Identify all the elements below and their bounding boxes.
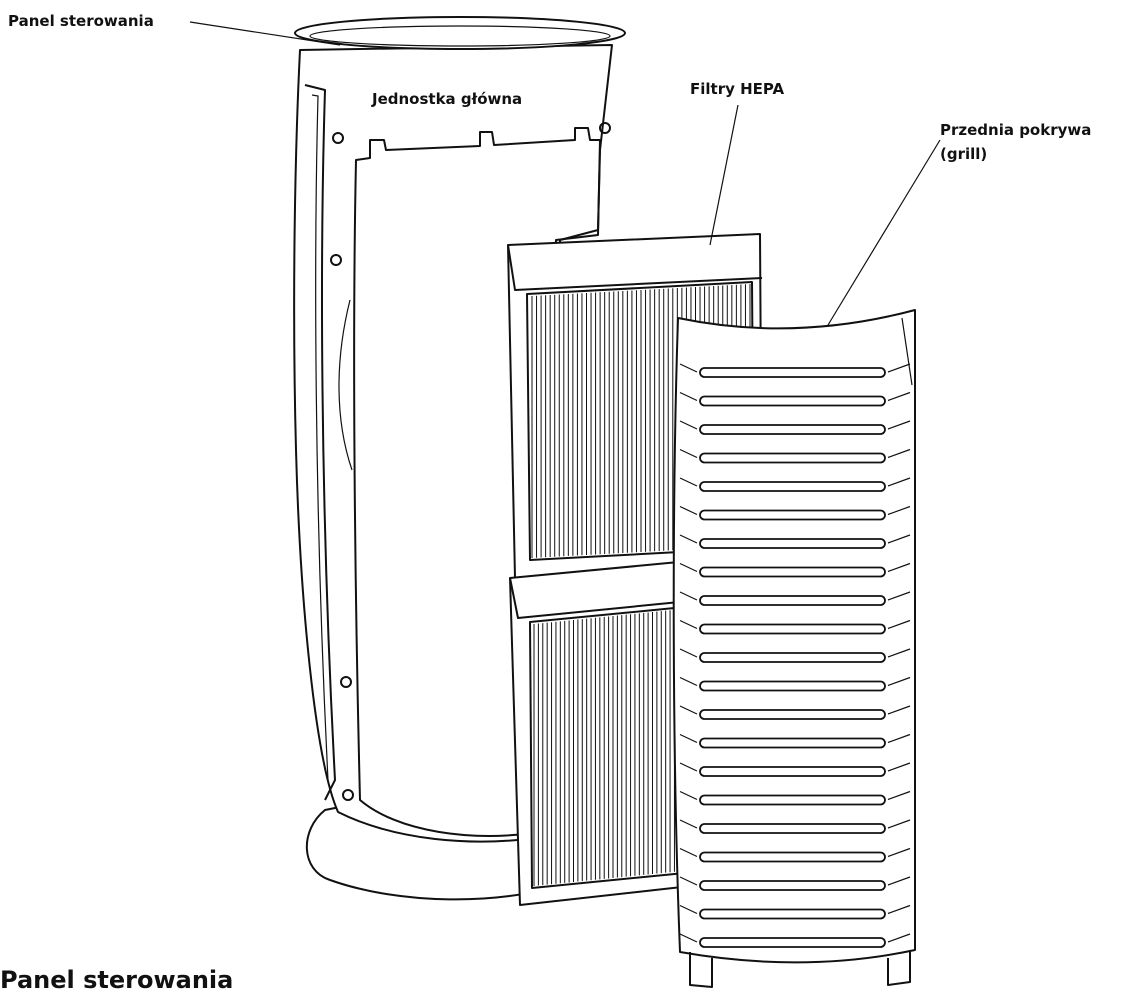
- grill-slat-edge: [679, 591, 911, 601]
- grill-slat-edge: [679, 505, 911, 516]
- grill-slat: [699, 367, 886, 378]
- grill-slat-edge: [679, 847, 911, 858]
- leader-line-hepa: [709, 104, 739, 246]
- grill-slat-edge: [679, 391, 911, 402]
- grill-slat-edge: [679, 790, 911, 801]
- label-control-panel: Panel sterowania: [8, 12, 154, 30]
- grill-slat-edge: [679, 477, 911, 487]
- hepa-filter-bottom-pleats: [533, 608, 693, 886]
- grill-slat: [699, 766, 886, 777]
- screw-hole: [340, 676, 352, 688]
- grill-slat: [699, 709, 886, 720]
- grill-slat: [699, 509, 886, 521]
- label-front-cover-line2: (grill): [940, 145, 988, 163]
- grill-slat-edge: [679, 904, 911, 915]
- grill-slat-edge: [679, 562, 911, 573]
- leader-line-control-panel: [189, 21, 341, 46]
- grill-slat-edge: [679, 448, 911, 459]
- grill-slat: [699, 395, 886, 407]
- grill-slat-edge: [679, 876, 911, 886]
- front-cover-feet: [689, 950, 911, 988]
- grill-slat: [699, 908, 886, 920]
- screw-hole: [330, 254, 342, 266]
- hepa-filter-bottom-lip: [509, 577, 701, 619]
- grill-slat: [699, 652, 886, 663]
- grill-slat: [699, 538, 886, 549]
- grill-slat: [699, 880, 886, 891]
- main-unit-side-rail: [304, 84, 336, 801]
- screw-hole: [342, 789, 354, 801]
- grill-slat: [699, 851, 886, 863]
- grill-slat-edge: [679, 648, 911, 658]
- grill-slat: [699, 566, 886, 578]
- grill-slat: [699, 937, 886, 948]
- leader-lines: [189, 21, 941, 326]
- label-front-cover: Przednia pokrywa (grill): [940, 118, 1091, 166]
- grill-slat: [699, 623, 886, 635]
- main-unit-side-rail-inner: [311, 94, 329, 781]
- grill-slat: [699, 680, 886, 692]
- grill-slat-edge: [679, 363, 911, 373]
- label-hepa-filters: Filtry HEPA: [690, 80, 785, 98]
- grill-slat-edge: [679, 933, 911, 943]
- control-panel-ring: [294, 16, 626, 50]
- label-front-cover-line1: Przednia pokrywa: [940, 121, 1092, 139]
- front-cover-drawing: [672, 309, 916, 988]
- section-heading: Panel sterowania: [0, 966, 234, 994]
- screw-hole: [332, 132, 344, 144]
- grill-slat: [699, 424, 886, 435]
- front-cover-slats: [679, 363, 911, 948]
- screw-hole: [599, 122, 611, 134]
- hepa-filter-top-lip: [507, 244, 763, 291]
- leader-line-front-cover: [827, 139, 941, 326]
- front-cover-edge: [901, 317, 913, 386]
- grill-slat-edge: [679, 420, 911, 430]
- grill-slat: [699, 823, 886, 834]
- grill-slat-edge: [679, 619, 911, 630]
- grill-slat-edge: [679, 733, 911, 744]
- grill-slat-edge: [679, 534, 911, 544]
- control-panel-ring-inner: [309, 25, 611, 47]
- grill-slat-edge: [679, 705, 911, 715]
- grill-slat: [699, 595, 886, 606]
- grill-slat-edge: [679, 676, 911, 687]
- front-cover-body: [672, 309, 916, 964]
- grill-slat-edge: [679, 819, 911, 829]
- grill-slat: [699, 794, 886, 806]
- grill-slat: [699, 481, 886, 492]
- main-unit-front-recess: [353, 127, 601, 837]
- main-unit-side-bulge: [338, 299, 353, 471]
- grill-slat: [699, 737, 886, 749]
- grill-slat: [699, 452, 886, 464]
- grill-slat-edge: [679, 762, 911, 772]
- label-main-unit: Jednostka główna: [372, 90, 523, 108]
